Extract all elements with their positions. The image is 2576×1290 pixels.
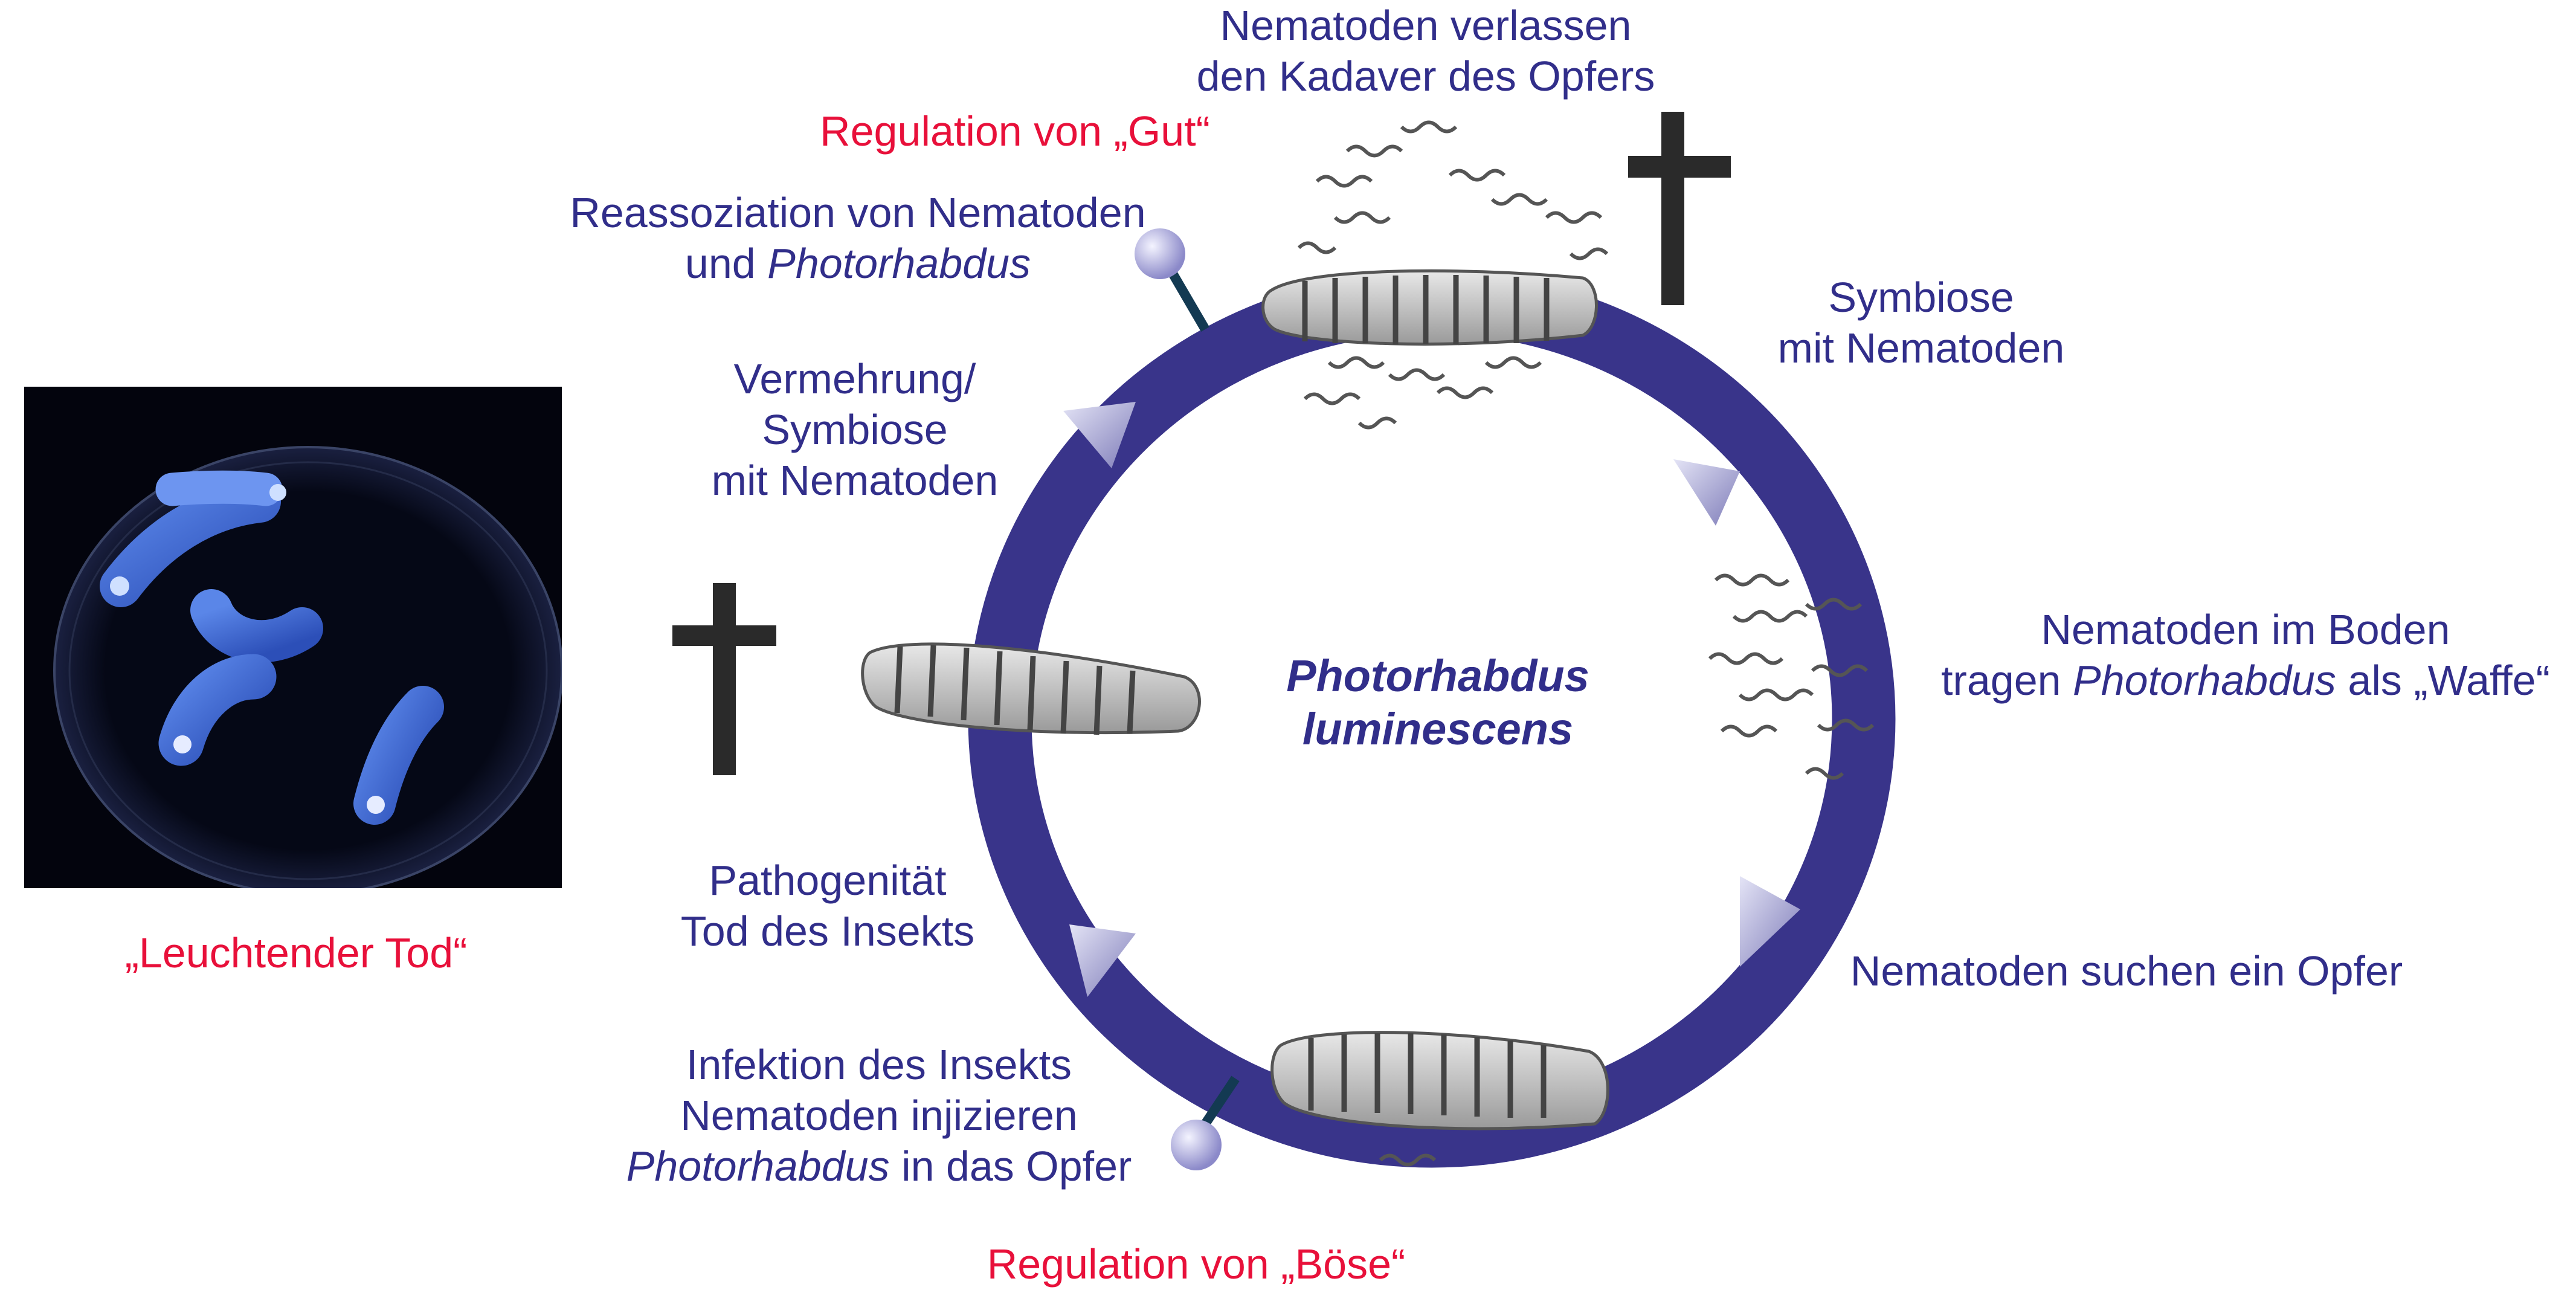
larva-icon bbox=[861, 642, 1201, 735]
larva-glow-1 bbox=[100, 480, 281, 607]
label-search-victim: Nematoden suchen ein Opfer bbox=[1850, 947, 2403, 995]
cross-icon bbox=[1628, 112, 1731, 305]
cross-icon bbox=[672, 583, 776, 775]
label-regulation-gut: Regulation von „Gut“ bbox=[820, 108, 1210, 155]
label-reproduction: Vermehrung/ Symbiose mit Nematoden bbox=[711, 355, 999, 504]
cycle-arrow-icon bbox=[1673, 459, 1740, 526]
larva-glow-4 bbox=[158, 654, 277, 766]
regulator-pin-icon bbox=[1135, 228, 1209, 332]
petri-dish-image bbox=[53, 446, 562, 888]
cycle-arrow-icon bbox=[1063, 402, 1136, 468]
petri-dish bbox=[53, 446, 562, 888]
cycle-arrow-icon bbox=[1069, 924, 1136, 997]
label-reassociation: Reassoziation von Nematoden und Photorha… bbox=[570, 189, 1146, 287]
larva-glow-3 bbox=[190, 589, 323, 663]
label-nematodes-soil: Nematoden im Boden tragen Photorhabdus a… bbox=[1941, 606, 2550, 704]
regulator-pin-icon bbox=[1171, 1076, 1240, 1170]
cycle-arrow-icon bbox=[1740, 876, 1800, 967]
nematode-icon bbox=[1379, 1153, 1437, 1167]
center-title-line1: Photorhabdus bbox=[1286, 651, 1589, 701]
larva-glow-5 bbox=[353, 686, 444, 825]
label-pathogenicity: Pathogenität Tod des Insekts bbox=[680, 857, 975, 955]
center-title: Photorhabdus luminescens bbox=[1245, 650, 1631, 756]
larva-icon bbox=[1270, 1031, 1609, 1130]
label-infection: Infektion des Insekts Nematoden injizier… bbox=[626, 1041, 1132, 1190]
larva-icon bbox=[1261, 269, 1598, 346]
center-title-line2: luminescens bbox=[1302, 704, 1574, 754]
label-leave-cadaver: Nematoden verlassen den Kadaver des Opfe… bbox=[1196, 2, 1655, 100]
nematode-icon bbox=[1297, 120, 1609, 430]
glowing-larvae-photo bbox=[24, 387, 562, 888]
label-regulation-boese: Regulation von „Böse“ bbox=[987, 1240, 1406, 1288]
nematode-icon bbox=[1708, 573, 1875, 780]
larva-glow-2 bbox=[155, 470, 283, 506]
photo-caption: „Leuchtender Tod“ bbox=[124, 929, 468, 976]
label-symbiosis-right: Symbiose mit Nematoden bbox=[1777, 274, 2065, 372]
